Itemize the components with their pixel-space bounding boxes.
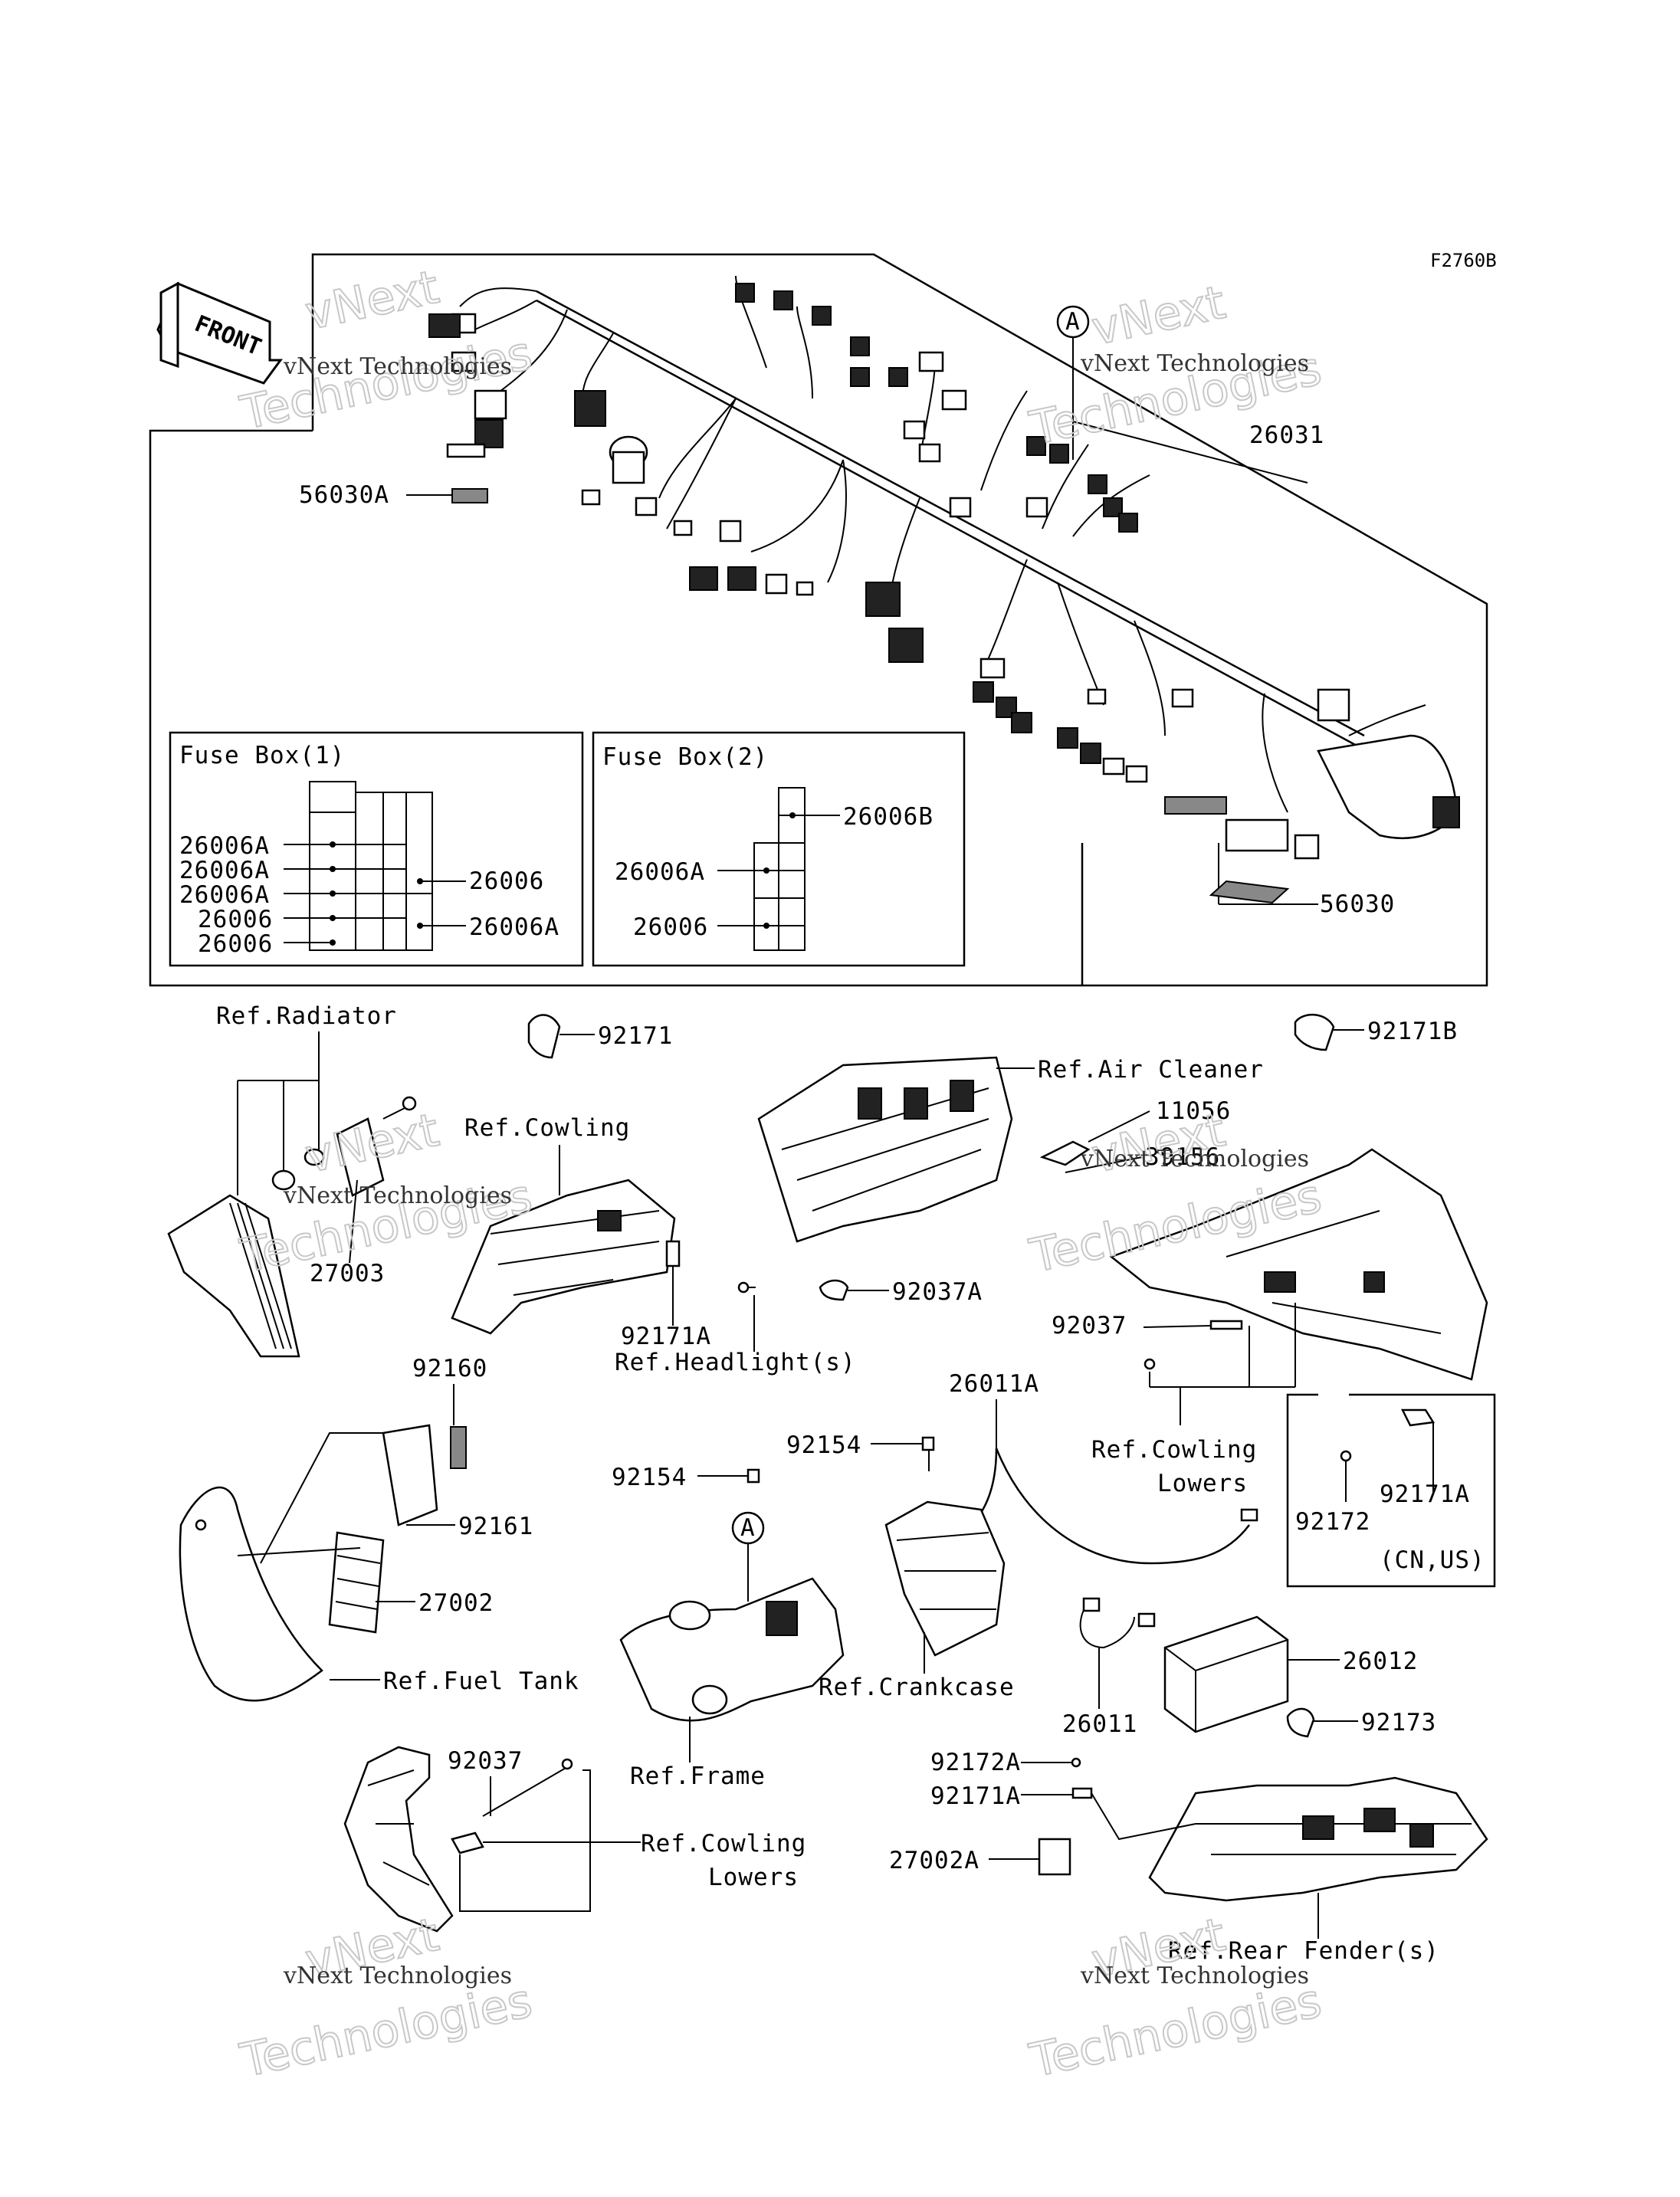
- label-92154-b: 92154: [612, 1464, 687, 1491]
- label-ref-cowling: Ref.Cowling: [464, 1114, 630, 1142]
- label-56030: 56030: [1320, 890, 1395, 918]
- ref-marker-a-top: A: [1056, 305, 1090, 460]
- label-ref-headlight: Ref.Headlight(s): [615, 1349, 856, 1376]
- svg-text:Technologies: Technologies: [236, 1974, 537, 2088]
- fuse-box-1-title: Fuse Box(1): [179, 742, 345, 769]
- watermark-bottom-right: vNext Technologies vNext Technologies: [1025, 1907, 1327, 2089]
- battery-assembly: 26012 26011: [1062, 1597, 1418, 1738]
- clamp-92173: 92173: [1286, 1707, 1436, 1738]
- front-arrow-icon: FRONT: [156, 281, 283, 385]
- frame-assembly: A Ref.Frame: [619, 1511, 845, 1790]
- svg-text:vNext: vNext: [1088, 276, 1230, 356]
- label-ref-fuel-tank: Ref.Fuel Tank: [383, 1667, 579, 1695]
- label-92171: 92171: [598, 1022, 673, 1050]
- label-26031: 26031: [1249, 421, 1324, 449]
- label-ref-crankcase: Ref.Crankcase: [819, 1674, 1015, 1701]
- svg-text:vNext Technologies: vNext Technologies: [283, 1182, 512, 1209]
- fuse1-left-label: 26006A: [179, 881, 270, 909]
- svg-text:vNext Technologies: vNext Technologies: [1080, 350, 1309, 377]
- fuse1-left-label: 26006: [198, 906, 273, 933]
- fuse-box-2: Fuse Box(2) 26006B 26006A 26006: [592, 731, 966, 967]
- diagram-code: F2760B: [1430, 250, 1497, 271]
- label-ref-frame: Ref.Frame: [630, 1763, 766, 1790]
- fuse1-right-label: 26006A: [469, 913, 559, 941]
- cn-us-box: 92172 92171A (CN,US): [1286, 1393, 1496, 1588]
- svg-text:vNext Technologies: vNext Technologies: [1080, 1963, 1309, 1989]
- cowling-lowers-lower: 92037 Ref.Cowling Lowers: [343, 1746, 806, 1933]
- svg-text:vNext Technologies: vNext Technologies: [283, 353, 512, 380]
- bolts-92154: 92154 92154: [612, 1431, 935, 1491]
- svg-text:vNext: vNext: [301, 261, 444, 341]
- label-92160: 92160: [412, 1355, 487, 1382]
- fuel-tank-assembly: 92160 92161 27002 Ref.Fuel Tank: [179, 1355, 579, 1702]
- fuse1-right-label: 26006: [469, 867, 544, 895]
- label-ref-cowling-lowers-2b: Lowers: [708, 1864, 799, 1891]
- label-92172A: 92172A: [930, 1749, 1021, 1776]
- label-92154-a: 92154: [786, 1431, 861, 1459]
- label-ref-radiator: Ref.Radiator: [216, 1002, 397, 1030]
- svg-text:Technologies: Technologies: [1025, 1974, 1327, 2088]
- harness-frame: [149, 253, 1488, 987]
- label-39156: 39156: [1145, 1143, 1220, 1171]
- fuse2-label: 26006: [633, 913, 708, 941]
- air-cleaner: Ref.Air Cleaner 11056 39156 92037A: [757, 1056, 1264, 1306]
- upper-cowling: Ref.Cowling 92171A Ref.Headlight(s): [451, 1114, 856, 1376]
- label-92171A-cowling: 92171A: [621, 1323, 711, 1350]
- cable-26011A: 26011A: [943, 1370, 1258, 1565]
- fuse-box-1: Fuse Box(1) 26006A 26006A 26006A 26006 2…: [169, 731, 584, 967]
- rear-fender-assembly: 92172A 92171A 27002A Ref.Rear Fender(s): [889, 1749, 1488, 1965]
- label-56030A: 56030A: [299, 481, 389, 509]
- label-26011A: 26011A: [949, 1370, 1039, 1398]
- label-92171A-rear: 92171A: [930, 1782, 1021, 1810]
- label-11056: 11056: [1156, 1097, 1231, 1125]
- label-cn-us: (CN,US): [1380, 1546, 1485, 1574]
- main-wire-harness: [459, 275, 1426, 813]
- harness-connectors: [428, 283, 1460, 860]
- label-26012: 26012: [1343, 1648, 1418, 1675]
- fuse2-label: 26006B: [843, 803, 934, 831]
- fuse1-left-label: 26006A: [179, 857, 270, 884]
- watermark-bottom-left: vNext Technologies vNext Technologies: [235, 1907, 538, 2089]
- label-ref-cowling-lowers-2: Ref.Cowling: [641, 1830, 806, 1858]
- label-27002A: 27002A: [889, 1847, 979, 1874]
- cowling-lowers-upper: 92037 Ref.Cowling Lowers: [1052, 1148, 1488, 1497]
- label-92173: 92173: [1361, 1709, 1436, 1736]
- label-92171A-cnus: 92171A: [1380, 1481, 1470, 1508]
- label-92037-lower: 92037: [448, 1747, 523, 1775]
- label-26011: 26011: [1062, 1710, 1137, 1738]
- label-27002: 27002: [418, 1589, 494, 1617]
- label-92172-cnus: 92172: [1295, 1508, 1370, 1536]
- label-ref-cowling-lowers-1b: Lowers: [1157, 1470, 1248, 1497]
- radiator-assembly: Ref.Radiator 27003: [167, 1002, 417, 1358]
- fuse1-left-label: 26006A: [179, 832, 270, 860]
- svg-text:vNext Technologies: vNext Technologies: [1080, 1146, 1309, 1172]
- fuse-box-2-title: Fuse Box(2): [602, 743, 768, 771]
- label-ref-rear-fender: Ref.Rear Fender(s): [1168, 1937, 1439, 1965]
- label-27003: 27003: [310, 1260, 385, 1287]
- label-92171B: 92171B: [1367, 1018, 1458, 1045]
- clamp-92171: 92171: [527, 1014, 673, 1059]
- svg-text:A: A: [1065, 308, 1081, 336]
- fuse2-label: 26006A: [615, 858, 705, 886]
- label-92037-upper: 92037: [1052, 1312, 1127, 1340]
- svg-text:A: A: [740, 1514, 756, 1542]
- clamp-92171B: 92171B: [1294, 1013, 1458, 1051]
- label-92161: 92161: [458, 1513, 533, 1540]
- label-ref-cowling-lowers-1: Ref.Cowling: [1091, 1436, 1257, 1464]
- label-ref-air-cleaner: Ref.Air Cleaner: [1038, 1056, 1264, 1084]
- fuse1-left-label: 26006: [198, 930, 273, 958]
- svg-text:vNext Technologies: vNext Technologies: [283, 1963, 512, 1989]
- crankcase-assembly: Ref.Crankcase: [819, 1500, 1015, 1701]
- label-92037A: 92037A: [892, 1278, 983, 1306]
